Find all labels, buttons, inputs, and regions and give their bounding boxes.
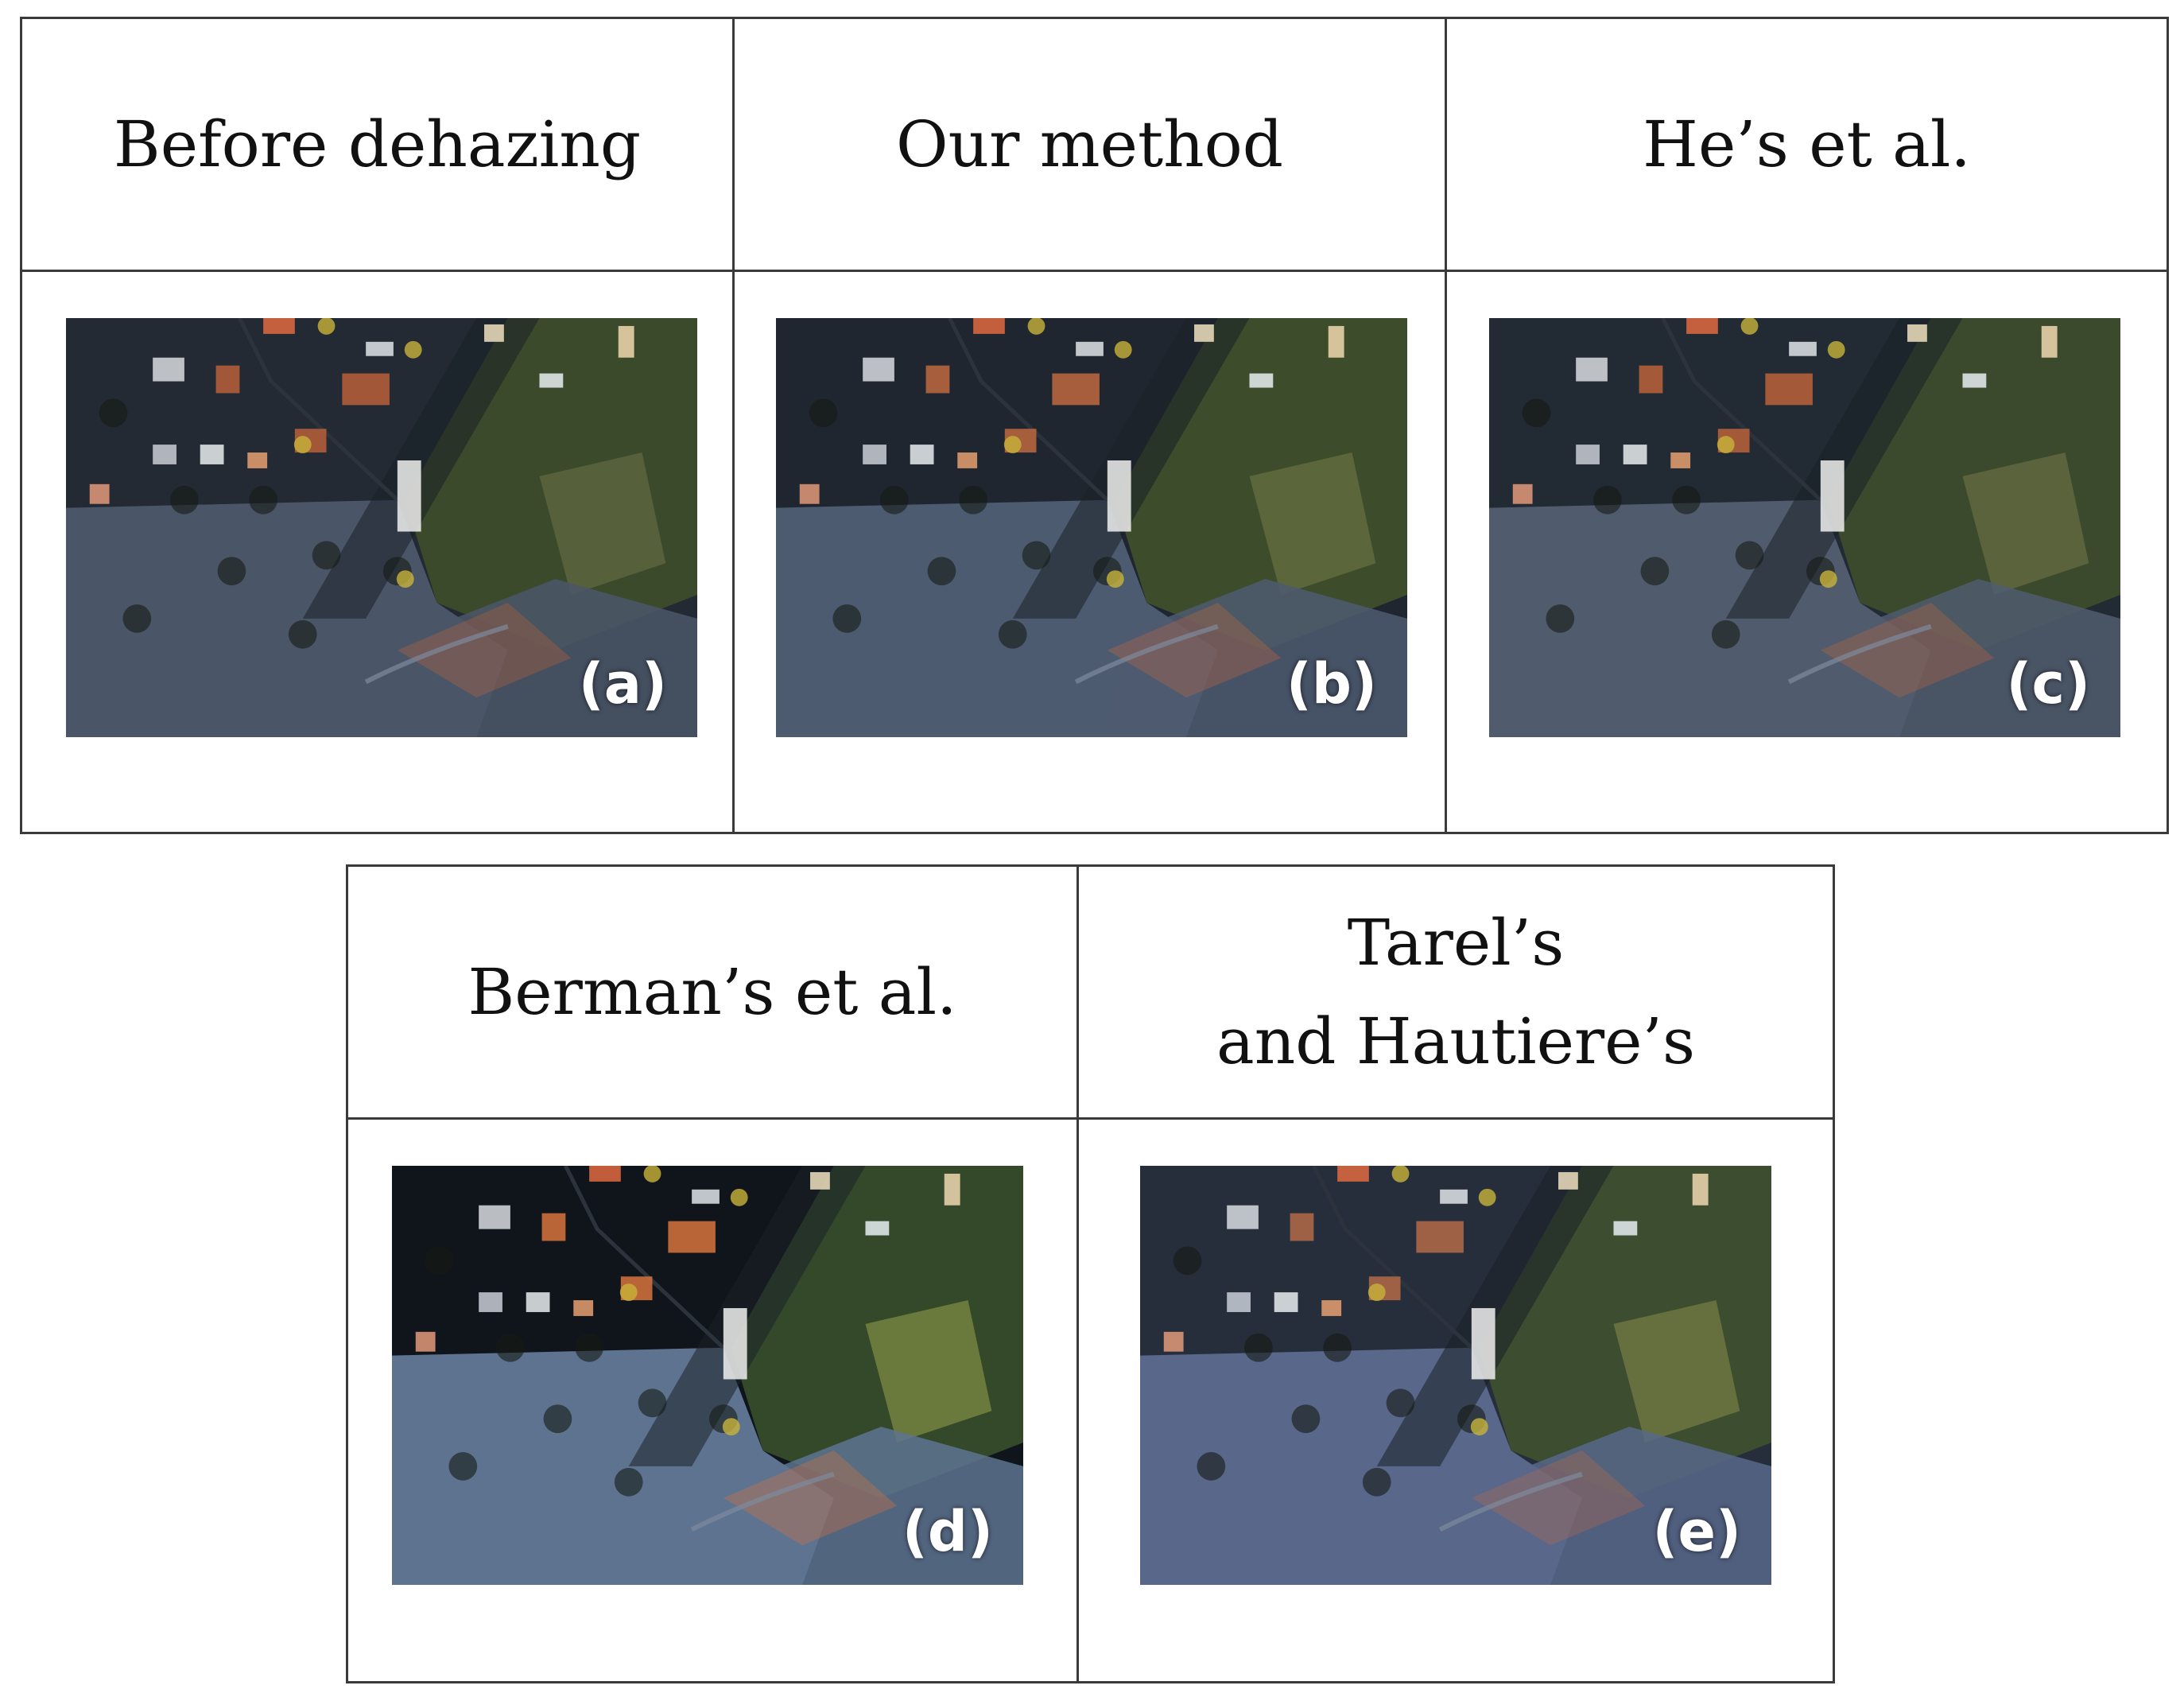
image-cell-c: (c)	[1447, 272, 2167, 832]
panel-label: (d)	[902, 1499, 993, 1564]
panel-label: (a)	[578, 651, 667, 716]
image-cell-d: (d)	[348, 1120, 1079, 1681]
header-cell-berman: Berman’s et al.	[348, 867, 1079, 1120]
image-cell-a: (a)	[22, 272, 735, 832]
aerial-scene	[1489, 318, 2120, 737]
header-cell-before-dehazing: Before dehazing	[22, 19, 735, 272]
image-cell-e: (e)	[1079, 1120, 1833, 1681]
comparison-table-top: Before dehazing Our method He’s et al. (…	[20, 17, 2169, 834]
header-cell-he: He’s et al.	[1447, 19, 2167, 272]
column-header: Before dehazing	[113, 107, 642, 181]
header-cell-tarel-hautiere: Tarel’s and Hautiere’s	[1079, 867, 1833, 1120]
panel-label: (e)	[1652, 1499, 1741, 1564]
column-header: Tarel’s and Hautiere’s	[1216, 905, 1695, 1078]
column-header: Berman’s et al.	[467, 954, 957, 1029]
panel-label: (b)	[1286, 651, 1377, 716]
column-header: Our method	[895, 107, 1284, 181]
column-header: He’s et al.	[1643, 107, 1971, 181]
panel-label: (c)	[2006, 651, 2090, 716]
comparison-table-bottom: Berman’s et al. Tarel’s and Hautiere’s (…	[346, 864, 1835, 1683]
aerial-photo-a: (a)	[66, 318, 697, 737]
aerial-scene	[776, 318, 1407, 737]
aerial-scene	[392, 1166, 1023, 1585]
aerial-photo-c: (c)	[1489, 318, 2120, 737]
aerial-photo-e: (e)	[1140, 1166, 1771, 1585]
image-cell-b: (b)	[735, 272, 1447, 832]
aerial-scene	[66, 318, 697, 737]
aerial-scene	[1140, 1166, 1771, 1585]
aerial-photo-b: (b)	[776, 318, 1407, 737]
header-cell-our-method: Our method	[735, 19, 1447, 272]
aerial-photo-d: (d)	[392, 1166, 1023, 1585]
